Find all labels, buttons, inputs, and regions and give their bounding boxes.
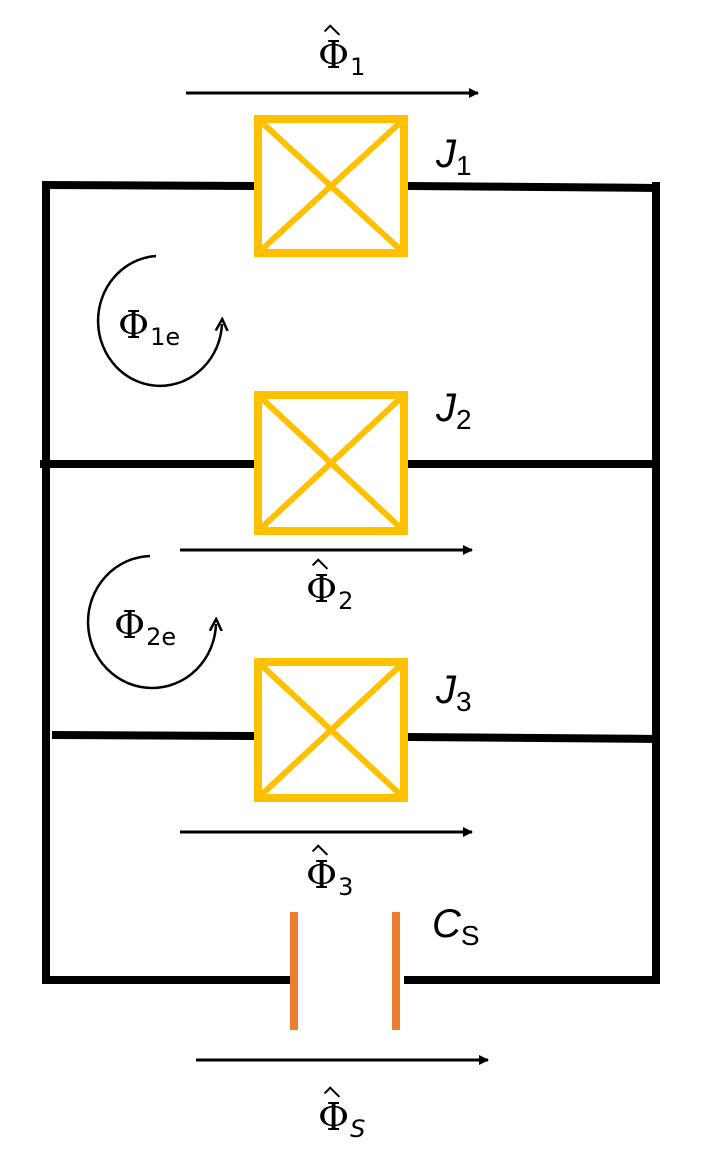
phis-label: ΦS [318, 1098, 365, 1141]
junction-j3 [254, 658, 408, 802]
phi1e-subscript: 1e [150, 323, 181, 351]
phi2e-label: Φ2e [114, 606, 176, 649]
j1-label: J1 [436, 134, 472, 180]
phi3-label: Φ3 [306, 856, 353, 899]
phi2e-subscript: 2e [146, 623, 177, 651]
phi2-label: Φ2 [306, 570, 353, 613]
j3-left-wire [51, 731, 255, 740]
phi2-symbol: Φ [306, 567, 338, 611]
cs-label: CS [432, 904, 480, 950]
phi1-subscript: 1 [350, 53, 366, 81]
phi1e-label: Φ1e [118, 306, 180, 349]
j1-left-wire [41, 181, 255, 190]
phi2e-symbol: Φ [114, 603, 146, 647]
phi1e-symbol: Φ [118, 303, 150, 347]
phis-symbol: Φ [318, 1095, 350, 1139]
j3-symbol: J [436, 668, 456, 712]
j3-right-wire [407, 733, 661, 743]
capacitor-cs [290, 912, 400, 1030]
phi2-subscript: 2 [338, 587, 354, 615]
j2-subscript: 2 [456, 404, 472, 435]
phi2e-circulation-arrow [86, 554, 216, 690]
j1-right-wire [407, 182, 661, 192]
junction-j1 [254, 115, 408, 257]
j2-symbol: J [436, 386, 456, 430]
cs-symbol: C [432, 902, 461, 946]
phi1-label: Φ1 [318, 36, 365, 79]
j3-label: J3 [436, 670, 472, 716]
cs-subscript: S [460, 920, 480, 951]
j3-subscript: 3 [456, 686, 472, 717]
j1-symbol: J [436, 132, 456, 176]
phi3-symbol: Φ [306, 853, 338, 897]
j1-subscript: 1 [456, 150, 472, 181]
phi3-subscript: 3 [338, 873, 354, 901]
j2-label: J2 [436, 388, 472, 434]
phi1e-circulation-arrow [96, 254, 222, 388]
phis-subscript: S [350, 1115, 366, 1143]
phi1-symbol: Φ [318, 33, 350, 77]
junction-j2 [254, 391, 408, 535]
